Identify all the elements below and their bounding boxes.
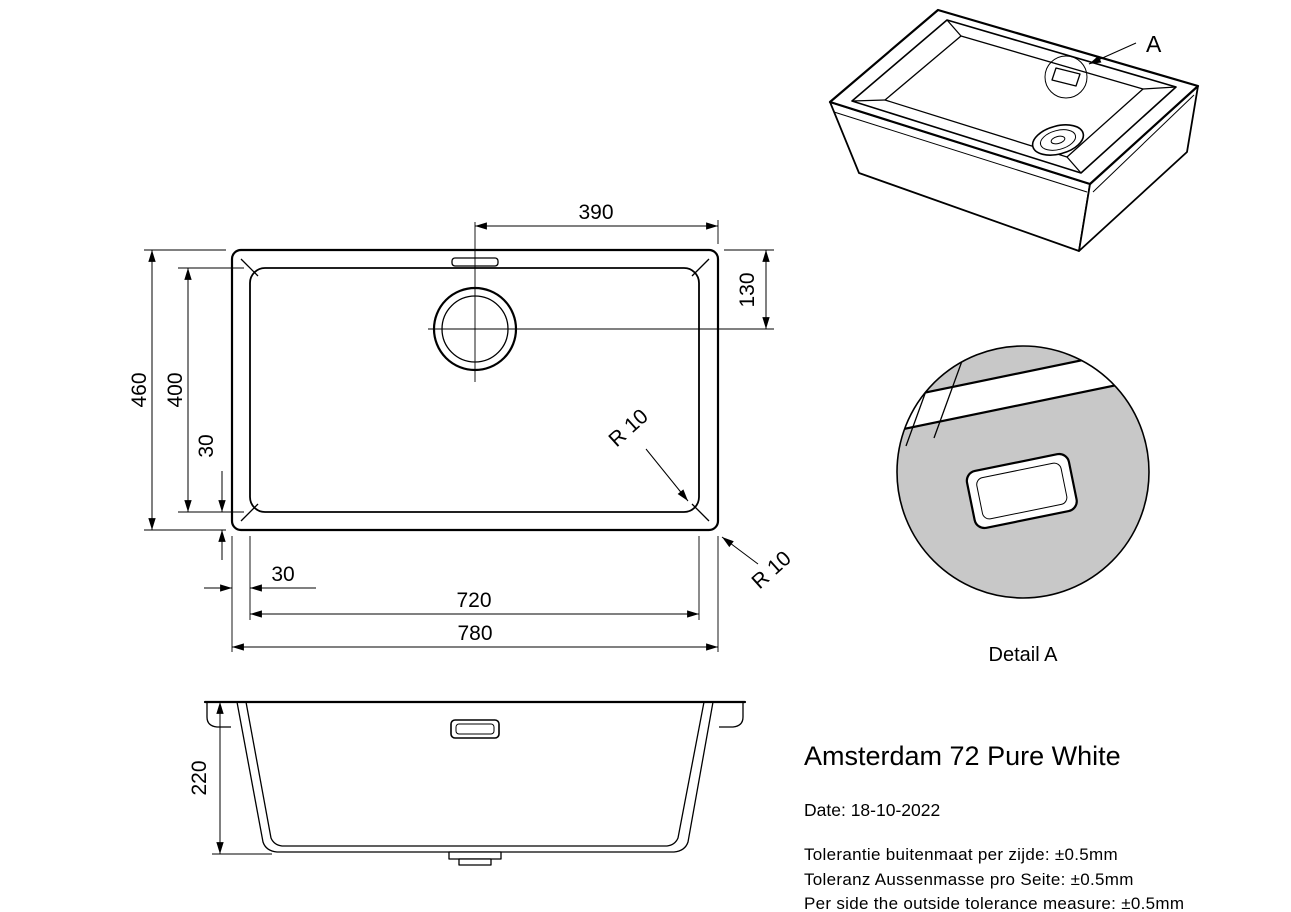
detail-callout-circle bbox=[1044, 55, 1088, 99]
drain-centerlines bbox=[428, 222, 774, 382]
detail-boundary-circle bbox=[896, 345, 1150, 599]
detail-callout-label: A bbox=[1146, 31, 1162, 57]
extension-lines bbox=[144, 220, 774, 652]
radius-leader-inner bbox=[645, 448, 689, 502]
rim-lip-left bbox=[206, 702, 231, 728]
date-line: Date: 18-10-2022 bbox=[804, 800, 941, 820]
product-name: Amsterdam 72 Pure White bbox=[804, 741, 1121, 771]
tolerance-notes: Tolerantie buitenmaat per zijde: ±0.5mm … bbox=[804, 843, 1184, 912]
top-view bbox=[230, 222, 774, 532]
dim-780: 780 bbox=[457, 622, 492, 645]
detail-callout-leader bbox=[1088, 42, 1137, 65]
tolerance-line-en: Per side the outside tolerance measure: … bbox=[804, 894, 1185, 912]
dim-220: 220 bbox=[188, 760, 211, 795]
tolerance-line-de: Toleranz Aussenmasse pro Seite: ±0.5mm bbox=[804, 869, 1134, 889]
tolerance-line-nl: Tolerantie buitenmaat per zijde: ±0.5mm bbox=[804, 845, 1118, 864]
drain-fitting-lower bbox=[458, 858, 492, 866]
corner-bevel-lines bbox=[240, 258, 710, 522]
dim-30-bottom: 30 bbox=[271, 563, 294, 586]
rim-lip-right bbox=[719, 702, 744, 728]
corner-transition-line bbox=[933, 349, 967, 439]
bowl-wall-section bbox=[236, 701, 714, 853]
dim-390: 390 bbox=[578, 201, 613, 224]
rim-thickness-line-left bbox=[833, 111, 1088, 193]
dim-30-left: 30 bbox=[195, 434, 218, 457]
detail-a-view: Detail A bbox=[896, 345, 1150, 666]
dim-720: 720 bbox=[456, 589, 491, 612]
bowl-wall-edges bbox=[851, 19, 1177, 174]
drain-fitting-upper bbox=[448, 851, 502, 860]
overflow-hole-iso bbox=[1051, 67, 1081, 87]
section-view: 220 bbox=[188, 700, 747, 866]
detail-caption: Detail A bbox=[989, 644, 1059, 666]
dim-460: 460 bbox=[128, 372, 151, 407]
radius-label-outer: R 10 bbox=[747, 547, 795, 594]
detail-a-content bbox=[897, 346, 1149, 598]
rim-thickness-line-right bbox=[1092, 94, 1195, 193]
isometric-view: A bbox=[828, 8, 1200, 252]
dim-130: 130 bbox=[736, 272, 759, 307]
overflow-hole-detail bbox=[965, 452, 1078, 530]
drain-iso bbox=[1031, 124, 1085, 156]
overflow-box-inner bbox=[455, 723, 495, 735]
dim-400: 400 bbox=[164, 372, 187, 407]
radius-leader-outer bbox=[721, 536, 759, 565]
